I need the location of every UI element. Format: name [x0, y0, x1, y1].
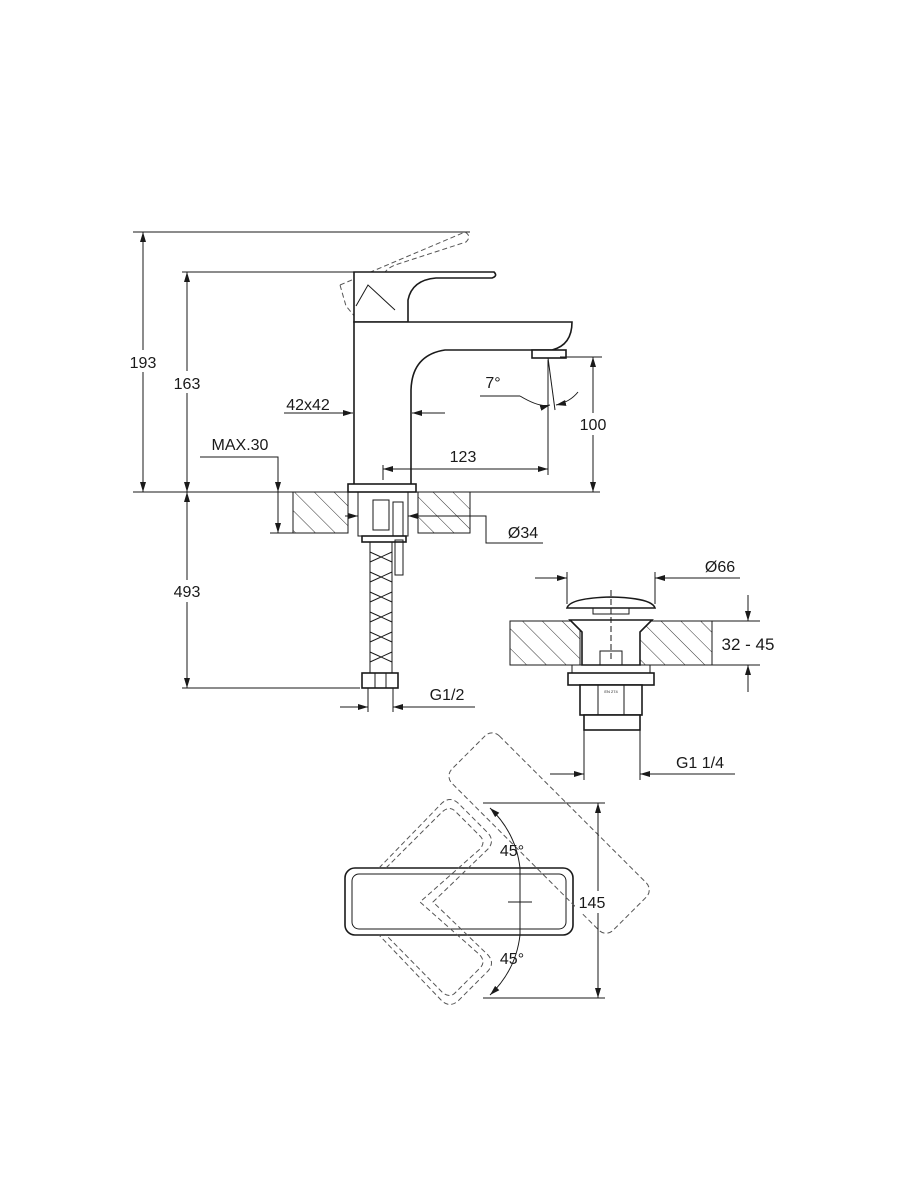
- handle-top-view: 145 45° 45°: [344, 732, 650, 1005]
- dim-total-height: 193: [130, 355, 157, 372]
- pop-up-drain: EN 274 Ø66 32 - 45 G1 1/4: [509, 559, 775, 780]
- dim-hole-diameter: Ø34: [508, 525, 538, 542]
- drain-standard-marking: EN 274: [604, 689, 618, 694]
- dim-max-counter: MAX.30: [212, 437, 269, 454]
- dim-spout-angle: 7°: [485, 375, 500, 392]
- base-plate: [347, 483, 417, 493]
- aerator: [531, 349, 567, 359]
- dim-body-height: 163: [174, 376, 201, 393]
- faucet-body: [353, 321, 573, 489]
- dim-hose-thread: G1/2: [430, 687, 465, 704]
- dim-drain-cap-diameter: Ø66: [705, 559, 735, 576]
- dim-handle-depth: 145: [579, 895, 606, 912]
- dim-rotation-angle-bottom: 45°: [500, 951, 524, 968]
- handle-top-outline: [344, 867, 574, 936]
- dim-spout-height: 100: [580, 417, 607, 434]
- dim-rotation-angle-top: 45°: [500, 843, 524, 860]
- countertop-section-right: [417, 491, 471, 534]
- faucet-side-view: 193 163 493 42x42 MAX.30 Ø34 123 7° 100 …: [124, 231, 614, 712]
- dim-spout-reach: 123: [450, 449, 477, 466]
- hose-nut: [361, 672, 399, 689]
- dim-body-section: 42x42: [286, 397, 330, 414]
- dim-drain-thickness: 32 - 45: [722, 635, 775, 654]
- dim-hose-length: 493: [174, 584, 201, 601]
- faucet-handle: [353, 271, 497, 323]
- dim-drain-thread: G1 1/4: [676, 755, 724, 772]
- countertop-section-left: [292, 491, 349, 534]
